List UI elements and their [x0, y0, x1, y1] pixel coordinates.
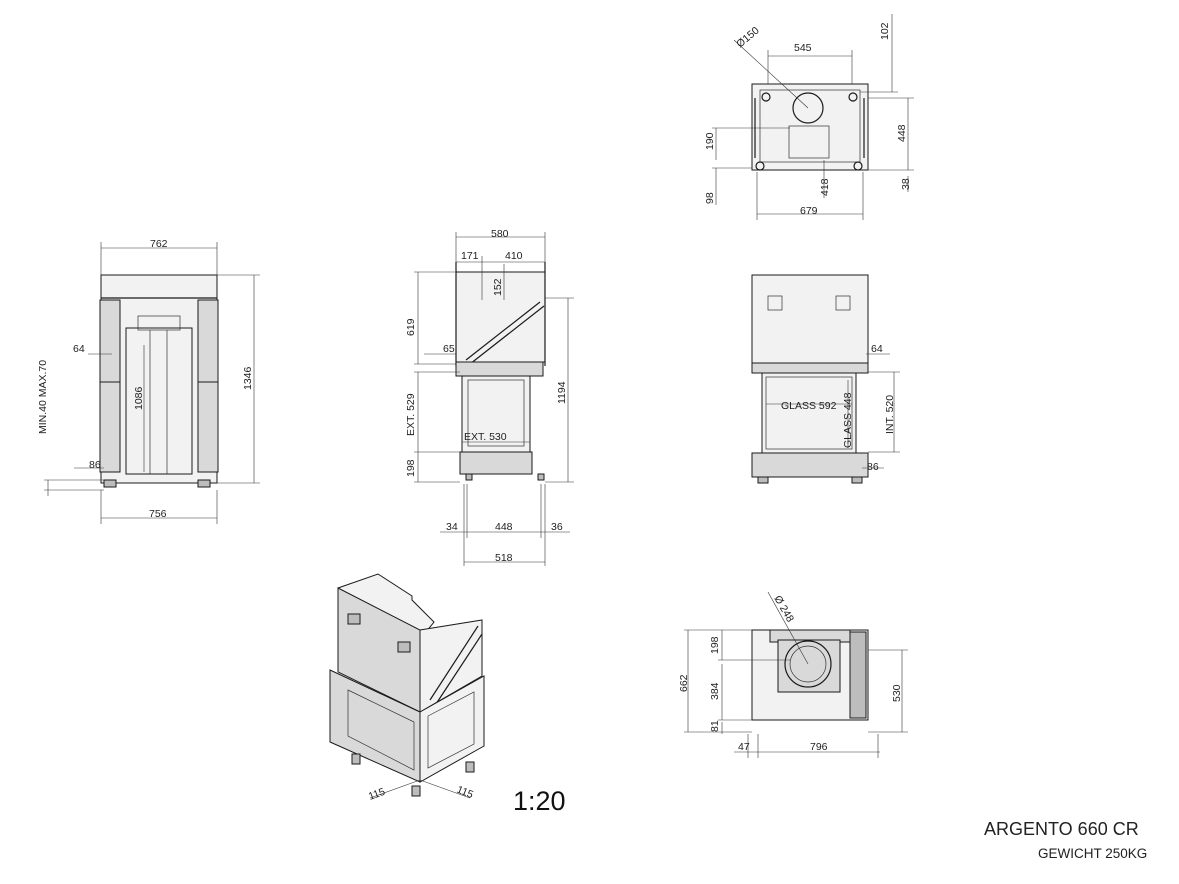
front-right-hood	[751, 274, 869, 364]
scale-label: 1:20	[513, 786, 566, 816]
iso-dim-115-right: 115	[455, 784, 475, 801]
side-dim-580: 580	[491, 228, 509, 240]
side-dim-410: 410	[505, 250, 523, 262]
side-dim-65: 65	[443, 343, 455, 355]
side-dim-448: 448	[495, 521, 513, 533]
top-dim-679: 679	[800, 205, 818, 217]
front-left-dim-762: 762	[150, 238, 168, 250]
plan-dim-47: 47	[738, 741, 750, 753]
top-dim-flue-dia: Ø150	[734, 24, 762, 50]
front-left-dim-756: 756	[149, 508, 167, 520]
plan-dim-81: 81	[709, 720, 721, 732]
top-dim-98: 98	[704, 192, 716, 204]
iso-right-glass	[419, 675, 485, 783]
plan-dim-530: 530	[891, 684, 903, 702]
top-dim-38: 38	[900, 178, 912, 190]
side-dim-36: 36	[551, 521, 563, 533]
side-dim-152: 152	[492, 278, 504, 296]
plan-dim-198: 198	[709, 636, 721, 654]
front-left-dim-1346: 1346	[242, 366, 254, 390]
side-dim-171: 171	[461, 250, 479, 262]
top-view-flue-collar	[792, 92, 824, 124]
plan-dim-662: 662	[678, 674, 690, 692]
side-dim-ext530: EXT. 530	[464, 431, 507, 443]
front-right-view: 64 GLASS 592 GLASS 448 INT. 520 86	[751, 274, 900, 484]
front-right-dim-glass592: GLASS 592	[781, 400, 837, 412]
top-dim-102: 102	[879, 22, 891, 40]
front-right-dim-int520: INT. 520	[884, 395, 896, 434]
front-left-view: 762 1346 1086 64 86 MIN.40 MAX.70 756	[37, 238, 260, 524]
plan-dim-dia248: Ø 248	[771, 594, 796, 625]
side-dim-198: 198	[405, 459, 417, 477]
weight-label: GEWICHT 250KG	[1038, 846, 1147, 861]
side-dim-1194: 1194	[556, 381, 568, 404]
front-left-dim-min-max: MIN.40 MAX.70	[37, 360, 49, 434]
product-title: ARGENTO 660 CR	[984, 819, 1139, 839]
front-left-dim-86: 86	[89, 459, 101, 471]
plan-view: Ø 248 198 662 384 81 530 47 796	[678, 591, 908, 758]
isometric-view: 115 115	[329, 573, 485, 803]
side-dim-34: 34	[446, 521, 458, 533]
top-dim-448: 448	[896, 124, 908, 142]
plan-dim-384: 384	[709, 682, 721, 700]
front-right-dim-64: 64	[871, 343, 883, 355]
top-dim-190: 190	[704, 132, 716, 150]
front-right-dim-86: 86	[867, 461, 879, 473]
side-view: 580 171 410 152 619 65 1194 EXT. 529 EXT…	[405, 228, 574, 566]
plan-dim-796: 796	[810, 741, 828, 753]
front-left-dim-64: 64	[73, 343, 85, 355]
side-dim-ext529: EXT. 529	[405, 393, 417, 436]
plan-flue-outlet	[784, 640, 832, 688]
front-right-dim-glass448: GLASS 448	[842, 392, 854, 448]
top-dim-545: 545	[794, 42, 812, 54]
iso-dim-115-left: 115	[367, 786, 387, 803]
front-right-glass	[761, 372, 857, 454]
top-view: Ø150 545 102 448 190 98 418 38 679	[704, 14, 914, 220]
side-dim-518: 518	[495, 552, 513, 564]
top-dim-418: 418	[819, 178, 831, 196]
front-left-dim-1086: 1086	[133, 386, 145, 410]
side-dim-619: 619	[405, 318, 417, 336]
